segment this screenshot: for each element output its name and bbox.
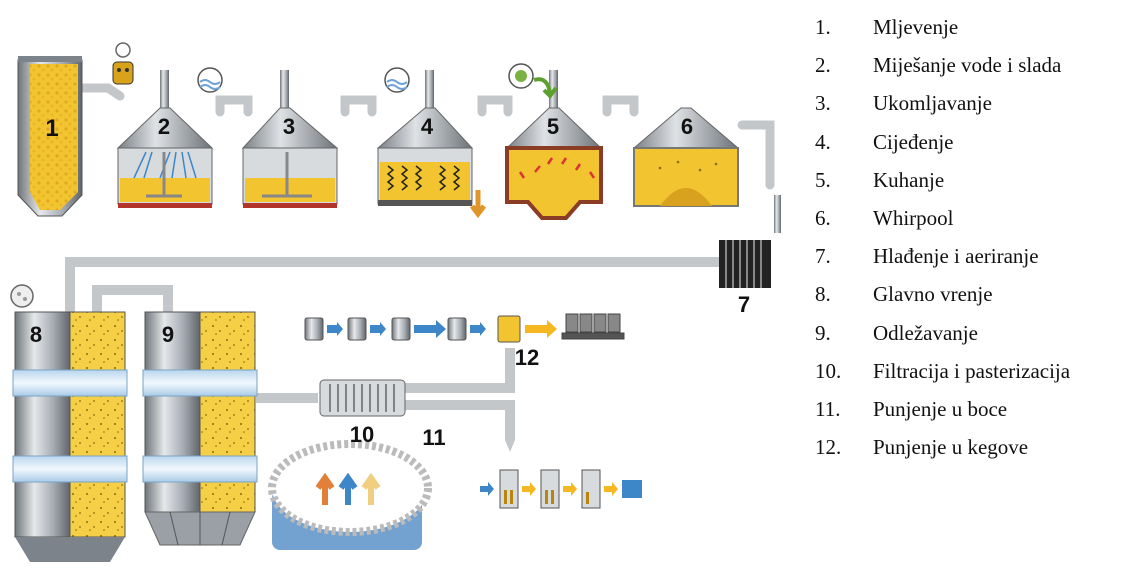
stage-number-12: 12 (515, 345, 539, 370)
legend-item-label: Whirpool (873, 205, 954, 230)
vessel-3 (241, 70, 339, 208)
hop-icon (508, 63, 558, 100)
stage-number-2: 2 (158, 114, 170, 139)
legend-item-number: 5. (815, 167, 831, 192)
legend-item-number: 6. (815, 205, 831, 230)
legend-item-label: Filtracija i pasterizacija (873, 358, 1071, 383)
vessel-4 (376, 70, 486, 219)
legend-item-label: Cijeđenje (873, 129, 954, 154)
bottle-icon (499, 469, 601, 509)
water-drop-icon (197, 67, 223, 93)
legend-item-8: 8. Glavno vrenje (815, 275, 1070, 313)
legend-item-4: 4. Cijeđenje (815, 123, 1070, 161)
legend-item-number: 12. (815, 435, 842, 460)
vessel-6 (632, 107, 740, 207)
yeast-icon (10, 284, 34, 308)
legend-item-label: Hlađenje i aeriranje (873, 244, 1039, 269)
step-numbers: 1 2 3 4 5 6 7 8 9 10 11 12 (30, 114, 750, 450)
legend-item-10: 10. Filtracija i pasterizacija (815, 352, 1070, 390)
vessel-2 (116, 70, 214, 208)
crate-icon (622, 480, 642, 498)
legend-item-7: 7. Hlađenje i aeriranje (815, 237, 1070, 275)
bottle-line-11 (268, 440, 642, 550)
legend-item-label: Glavno vrenje (873, 282, 993, 307)
legend-item-number: 4. (815, 129, 831, 154)
legend-item-5: 5. Kuhanje (815, 161, 1070, 199)
legend-item-label: Kuhanje (873, 167, 945, 192)
return-pipe (65, 257, 719, 440)
heat-exchanger-7 (719, 195, 781, 288)
keg-icon (304, 317, 467, 341)
legend-item-12: 12. Punjenje u kegove (815, 428, 1070, 466)
legend-item-number: 2. (815, 53, 831, 78)
tank-8 (12, 311, 128, 562)
legend-item-1: 1. Mljevenje (815, 8, 1070, 46)
water-drop-icon-2 (384, 67, 410, 93)
legend-item-label: Odležavanje (873, 320, 978, 345)
malt-bag-icon (112, 42, 134, 85)
legend-item-label: Mljevenje (873, 15, 959, 39)
legend-item-number: 7. (815, 244, 831, 269)
legend-item-label: Ukomljavanje (873, 91, 992, 116)
legend-item-label: Miješanje vode i slada (873, 53, 1062, 78)
top-pipes (77, 83, 775, 190)
legend-item-number: 3. (815, 91, 831, 116)
legend-item-6: 6. Whirpool (815, 199, 1070, 237)
legend-item-number: 9. (815, 320, 831, 345)
legend-item-number: 10. (815, 358, 842, 383)
legend-item-9: 9. Odležavanje (815, 314, 1070, 352)
legend-item-number: 11. (815, 396, 841, 421)
tank-9 (142, 311, 258, 546)
stage-number-4: 4 (421, 114, 434, 139)
stage-number-8: 8 (30, 322, 42, 347)
legend-item-label: Punjenje u boce (873, 396, 1008, 421)
brewing-process-diagram: 1 2 3 4 5 6 7 8 9 10 11 12 (10, 42, 781, 562)
legend-item-2: 2. Miješanje vode i slada (815, 46, 1070, 84)
stage-number-5: 5 (547, 114, 559, 139)
legend-item-11: 11. Punjenje u boce (815, 390, 1070, 428)
stage-number-10: 10 (350, 422, 374, 447)
stage-number-1: 1 (45, 115, 58, 142)
filter-10 (319, 379, 406, 417)
stage-number-9: 9 (162, 322, 174, 347)
legend-item-number: 1. (815, 15, 831, 39)
pallet-icon (561, 313, 625, 340)
stage-number-11: 11 (422, 425, 445, 450)
legend-list: 1. Mljevenje 2. Miješanje vode i slada 3. U… (815, 8, 1070, 466)
legend-item-3: 3. Ukomljavanje (815, 84, 1070, 122)
keg-line-12 (304, 313, 625, 343)
legend-item-label: Punjenje u kegove (873, 435, 1029, 460)
legend-item-number: 8. (815, 282, 831, 307)
stage-number-6: 6 (681, 114, 693, 139)
silo-1 (17, 56, 83, 217)
stage-number-3: 3 (283, 114, 295, 139)
stage-number-7: 7 (738, 292, 750, 317)
